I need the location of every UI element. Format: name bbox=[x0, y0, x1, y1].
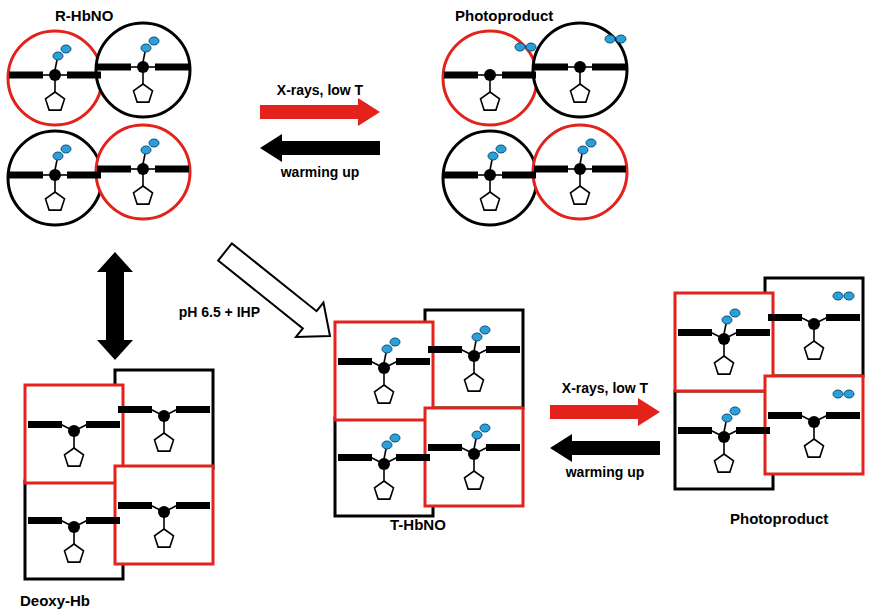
state-label: Photoproduct bbox=[455, 7, 553, 24]
heme-symbol bbox=[444, 169, 536, 210]
subunit-circle bbox=[533, 23, 627, 117]
heme-symbol bbox=[428, 444, 520, 489]
no-ligand bbox=[578, 139, 596, 164]
arrow-label: pH 6.5 + IHP bbox=[177, 304, 262, 320]
no-ligand bbox=[833, 390, 854, 398]
block-arrow bbox=[260, 98, 380, 126]
state-label: Deoxy-Hb bbox=[20, 592, 90, 609]
heme-symbol bbox=[534, 163, 626, 204]
subunit-circle bbox=[443, 31, 537, 125]
molecule-group: Deoxy-Hb bbox=[5, 360, 230, 612]
subunit-square bbox=[25, 385, 123, 483]
heme-symbol bbox=[118, 406, 210, 451]
subunit-square bbox=[25, 481, 123, 579]
state-label: T-HbNO bbox=[390, 516, 446, 533]
subunit-square bbox=[335, 418, 433, 516]
heme-symbol bbox=[338, 454, 430, 499]
arrow-label: X-rays, low T bbox=[560, 380, 650, 396]
no-ligand bbox=[472, 326, 490, 351]
subunit-circle bbox=[8, 31, 102, 125]
molecule-group: Photoproduct bbox=[660, 270, 872, 530]
subunit-square bbox=[675, 391, 773, 489]
subunit-square bbox=[335, 322, 433, 420]
no-ligand bbox=[488, 145, 506, 170]
heme-symbol bbox=[97, 61, 189, 102]
heme-symbol bbox=[768, 412, 860, 457]
heme-symbol bbox=[118, 502, 210, 547]
no-ligand bbox=[722, 407, 740, 432]
block-arrow bbox=[97, 252, 133, 360]
arrow-label: warming up bbox=[279, 164, 362, 180]
heme-symbol bbox=[768, 314, 860, 359]
arrow-label: warming up bbox=[564, 464, 647, 480]
heme-symbol bbox=[97, 163, 189, 204]
subunit-circle bbox=[533, 125, 627, 219]
state-label: R-HbNO bbox=[55, 7, 113, 24]
block-arrow bbox=[218, 243, 330, 337]
block-arrow bbox=[550, 434, 660, 462]
state-label: Photoproduct bbox=[730, 510, 828, 527]
block-arrow bbox=[260, 134, 380, 162]
subunit-circle bbox=[96, 23, 190, 117]
molecule-group: Photoproduct bbox=[380, 5, 635, 252]
no-ligand bbox=[605, 35, 626, 43]
no-ligand bbox=[382, 338, 400, 363]
heme-symbol bbox=[678, 329, 770, 374]
heme-symbol bbox=[678, 427, 770, 472]
heme-symbol bbox=[28, 421, 120, 466]
subunit-square bbox=[765, 278, 863, 376]
subunit-square bbox=[115, 466, 213, 564]
no-ligand bbox=[515, 43, 536, 51]
no-ligand bbox=[141, 139, 159, 164]
heme-symbol bbox=[9, 169, 101, 210]
no-ligand bbox=[141, 37, 159, 62]
subunit-square bbox=[425, 408, 523, 506]
subunit-circle bbox=[96, 125, 190, 219]
no-ligand bbox=[382, 434, 400, 459]
subunit-circle bbox=[443, 131, 537, 225]
no-ligand bbox=[833, 292, 854, 300]
arrow-label: X-rays, low T bbox=[275, 82, 365, 98]
subunit-square bbox=[115, 370, 213, 468]
no-ligand bbox=[722, 309, 740, 334]
molecule-group: R-HbNO bbox=[5, 5, 260, 252]
subunit-circle bbox=[8, 131, 102, 225]
block-arrow bbox=[550, 398, 660, 426]
heme-symbol bbox=[444, 69, 536, 110]
subunit-square bbox=[675, 293, 773, 391]
subunit-square bbox=[425, 310, 523, 408]
heme-symbol bbox=[534, 61, 626, 102]
heme-symbol bbox=[9, 69, 101, 110]
heme-symbol bbox=[28, 517, 120, 562]
molecule-group: T-HbNO bbox=[330, 300, 550, 540]
no-ligand bbox=[53, 145, 71, 170]
heme-symbol bbox=[338, 358, 430, 403]
no-ligand bbox=[53, 45, 71, 70]
heme-symbol bbox=[428, 346, 520, 391]
subunit-square bbox=[765, 376, 863, 474]
no-ligand bbox=[472, 424, 490, 449]
